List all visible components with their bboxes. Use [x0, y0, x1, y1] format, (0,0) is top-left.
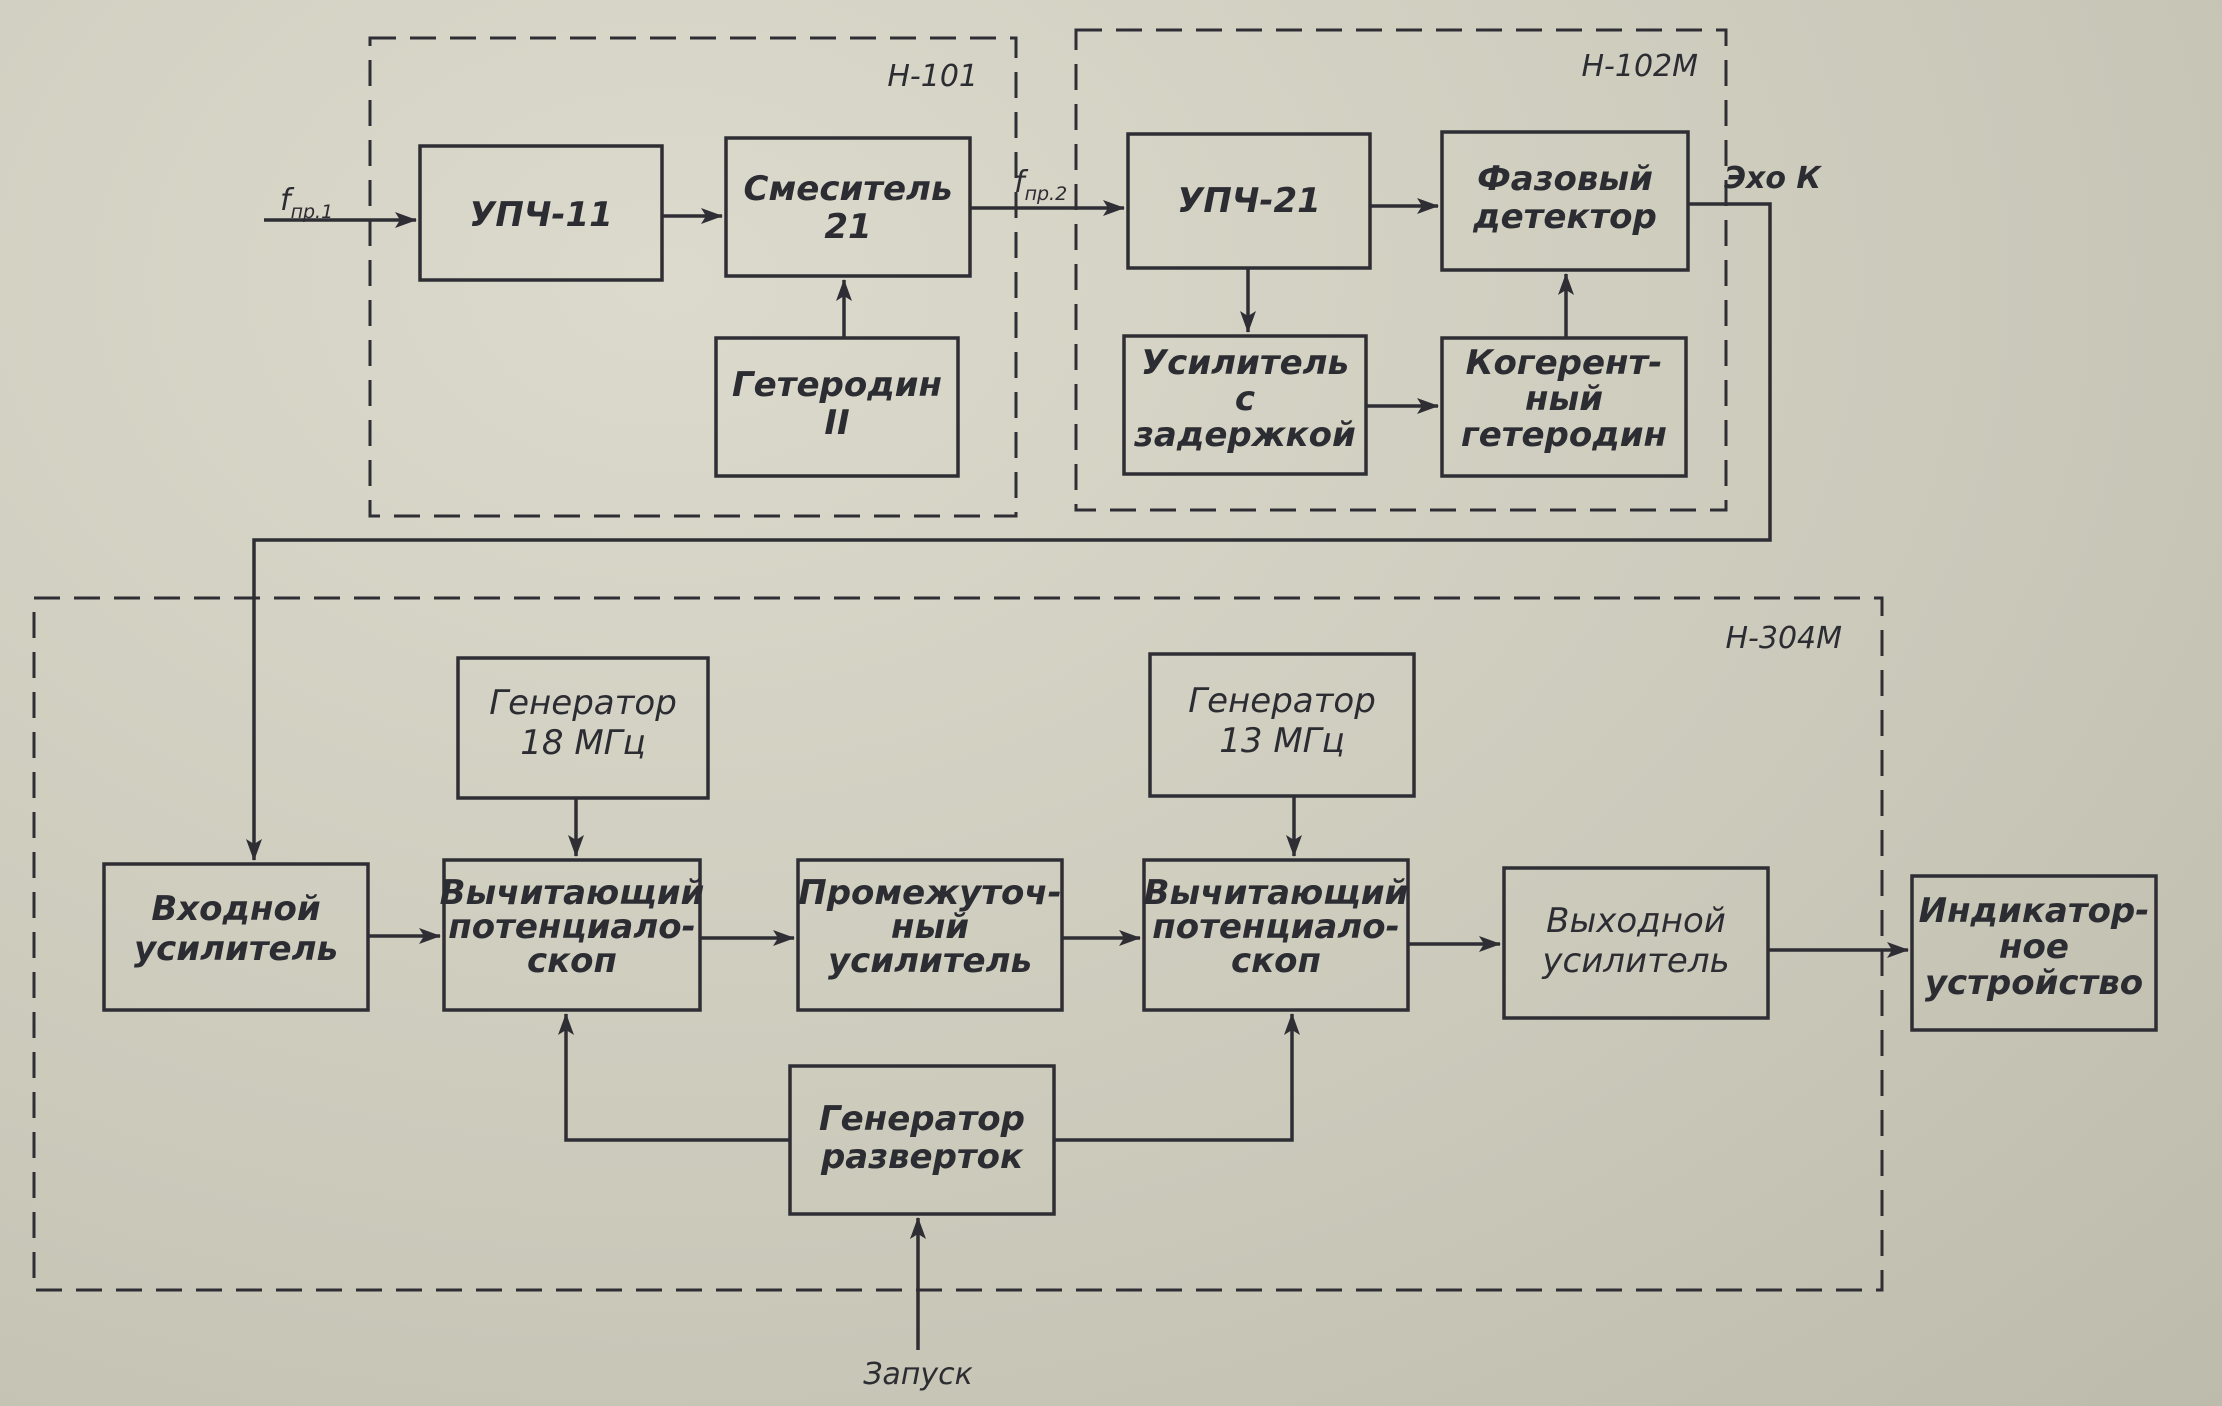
label-line: Промежуточ-: [798, 873, 1062, 913]
label-line: усилитель: [134, 929, 338, 969]
label-line: Индикатор-: [1919, 891, 2150, 931]
label-line: Усилитель: [1141, 343, 1349, 383]
label-line: ное: [1999, 927, 2069, 967]
label-upch21: УПЧ-21: [1177, 181, 1321, 221]
signal-f-if1: fпр.1: [280, 183, 333, 223]
block-upch11: [418, 144, 664, 282]
label-line: Когерент-: [1466, 343, 1663, 383]
label-upch11: УПЧ-11: [469, 195, 613, 235]
label-line: ный: [891, 907, 969, 947]
label-line: потенциало-: [448, 907, 695, 947]
label-line: гетеродин: [1461, 415, 1667, 455]
block-phase-detector: [1440, 130, 1690, 272]
frame-n304m: [32, 596, 1884, 1292]
block-gen13: [1148, 652, 1416, 798]
label-line: устройство: [1925, 963, 2143, 1003]
block-subtractor1: [442, 858, 702, 1012]
label-line: II: [824, 403, 849, 443]
signal-f-if2: fпр.2: [1014, 165, 1067, 205]
label-line: Выходной: [1546, 901, 1726, 941]
label-line: Генератор: [489, 683, 677, 723]
wire-sweep-sub2: [1054, 1013, 1300, 1142]
frame-label-n304m: Н-304М: [1725, 621, 1842, 656]
label-line: с: [1235, 379, 1255, 419]
frame-n101: [368, 36, 1018, 518]
frame-n102m: [1074, 28, 1728, 512]
label-line: разверток: [820, 1137, 1024, 1177]
block-subtractor2: [1142, 858, 1410, 1012]
label-line: скоп: [1231, 941, 1321, 981]
label-line: усилитель: [1541, 941, 1729, 981]
block-gen18: [456, 656, 710, 800]
block-heterodyne2: [714, 336, 960, 478]
label-line: потенциало-: [1152, 907, 1399, 947]
label-line: детектор: [1472, 197, 1657, 237]
label-line: усилитель: [828, 941, 1032, 981]
block-intermediate-amp: [796, 858, 1064, 1012]
block-coherent-lo: [1440, 336, 1688, 478]
label-line: Смеситель: [744, 169, 953, 209]
block-indicator: [1910, 874, 2158, 1032]
label-line: Генератор: [1188, 681, 1376, 721]
label-line: 21: [824, 207, 871, 247]
frame-label-n102m: Н-102М: [1581, 49, 1698, 84]
label-line: УПЧ-21: [1177, 181, 1321, 221]
label-line: Фазовый: [1477, 159, 1653, 199]
wire-sweep-sub1: [558, 1013, 790, 1142]
label-line: задержкой: [1133, 415, 1356, 455]
label-line: скоп: [527, 941, 617, 981]
label-line: Генератор: [819, 1099, 1025, 1139]
label-line: Входной: [151, 889, 320, 929]
label-line: 18 МГц: [520, 723, 646, 763]
frame-label-n101: Н-101: [887, 59, 978, 94]
label-line: Вычитающий: [440, 873, 705, 913]
block-output-amp: [1502, 866, 1770, 1020]
label-line: Гетеродин: [732, 365, 942, 405]
label-line: ный: [1525, 379, 1603, 419]
label-line: УПЧ-11: [469, 195, 613, 235]
label-line: Вычитающий: [1144, 873, 1409, 913]
label-line: 13 МГц: [1219, 721, 1345, 761]
signal-echo: Эхо К: [1724, 161, 1822, 196]
signal-trigger: Запуск: [863, 1357, 973, 1392]
wire-echo-to-input: [246, 202, 1772, 861]
